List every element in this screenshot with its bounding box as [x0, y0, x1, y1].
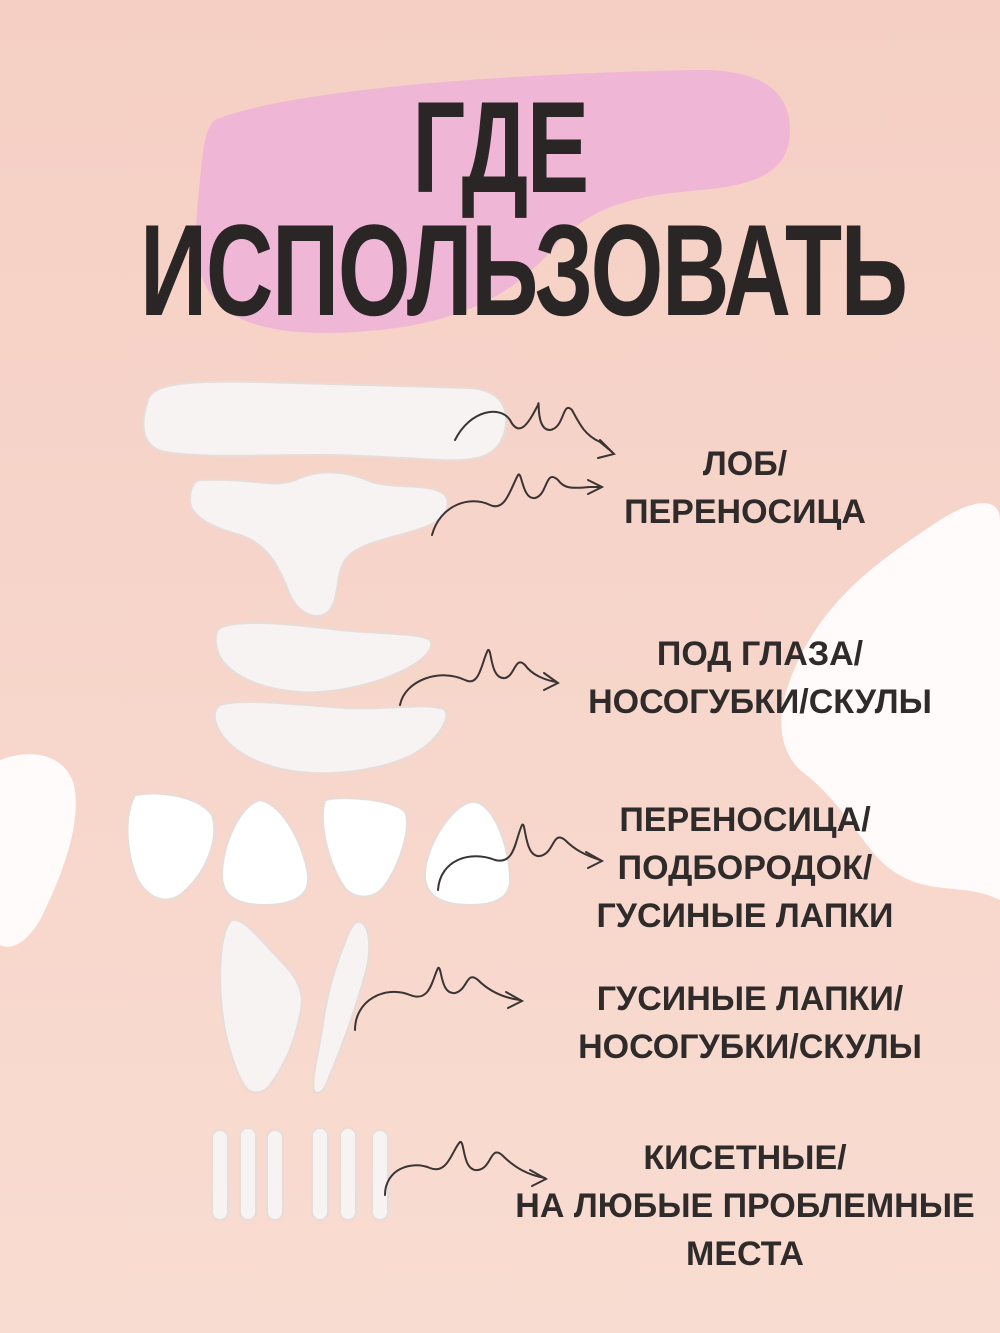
label-drops: ПЕРЕНОСИЦА/ ПОДБОРОДОК/ ГУСИНЫЕ ЛАПКИ	[580, 796, 910, 940]
drop-patch-2	[220, 798, 310, 907]
label-line: ГУСИНЫЕ ЛАПКИ/	[596, 980, 904, 1018]
label-line: ПОДБОРОДОК/	[617, 849, 873, 887]
crows-feet-patch-left	[219, 918, 303, 1094]
label-forehead: ЛОБ/ ПЕРЕНОСИЦА	[600, 440, 890, 536]
page-title-line-1: ГДЕ	[412, 74, 589, 220]
label-line: НОСОГУБКИ/СКУЛЫ	[578, 1028, 922, 1066]
drop-patch-4	[423, 800, 512, 907]
background-blob-left	[0, 754, 76, 947]
label-line: МЕСТА	[686, 1235, 804, 1273]
label-under-eye: ПОД ГЛАЗА/ НОСОГУБКИ/СКУЛЫ	[560, 630, 960, 726]
title-highlight	[195, 70, 791, 333]
page-title-line-2: ИСПОЛЬЗОВАТЬ	[140, 197, 908, 343]
nose-bridge-patch	[188, 471, 449, 617]
label-line: НОСОГУБКИ/СКУЛЫ	[588, 683, 932, 721]
lip-strips	[211, 1127, 389, 1221]
drop-patch-1	[126, 792, 216, 901]
label-line: ПЕРЕНОСИЦА/	[619, 801, 871, 839]
under-eye-patch-bottom	[213, 701, 448, 775]
drop-patch-3	[321, 797, 409, 898]
under-eye-patch-top	[214, 621, 433, 694]
crows-feet-patch-right	[312, 920, 371, 1094]
label-line: ПОД ГЛАЗА/	[656, 635, 864, 673]
label-crows-feet: ГУСИНЫЕ ЛАПКИ/ НОСОГУБКИ/СКУЛЫ	[545, 975, 955, 1071]
label-line: НА ЛЮБЫЕ ПРОБЛЕМНЫЕ	[515, 1187, 975, 1225]
label-strips: КИСЕТНЫЕ/ НА ЛЮБЫЕ ПРОБЛЕМНЫЕ МЕСТА	[505, 1134, 985, 1278]
background-blob-right	[781, 503, 1000, 900]
label-line: ЛОБ/	[702, 445, 788, 483]
label-line: ПЕРЕНОСИЦА	[624, 493, 866, 531]
forehead-patch	[142, 380, 508, 462]
label-line: КИСЕТНЫЕ/	[643, 1139, 847, 1177]
squiggle-arrow-icon	[354, 402, 616, 1196]
label-line: ГУСИНЫЕ ЛАПКИ	[596, 897, 894, 935]
